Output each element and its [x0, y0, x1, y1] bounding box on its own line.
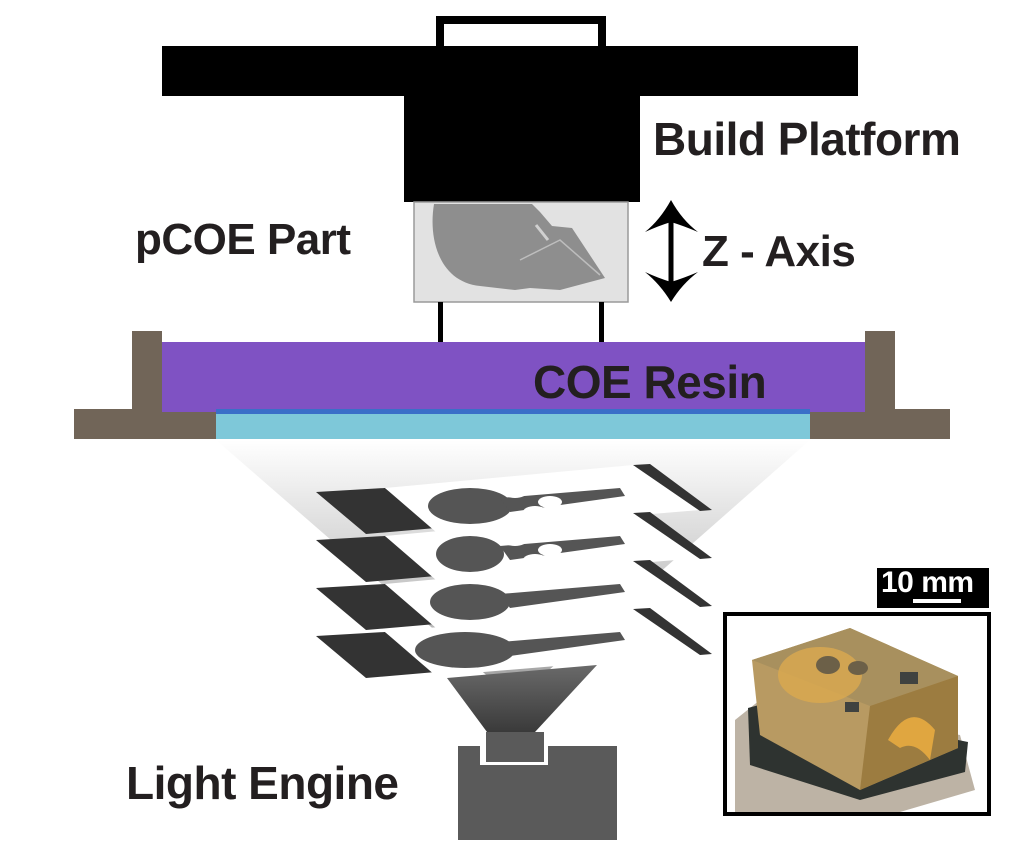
build-platform-label: Build Platform: [653, 113, 961, 165]
vat-wall-left: [132, 331, 162, 411]
scale-bar-label: 10 mm: [881, 566, 974, 599]
image-slice: [316, 608, 712, 678]
z-axis-label: Z - Axis: [702, 227, 856, 276]
vat-wall-right: [865, 331, 895, 411]
coe-resin: [162, 342, 865, 412]
optical-window: [216, 414, 810, 439]
pcoe-part-label: pCOE Part: [135, 215, 351, 264]
vat-base-right: [810, 409, 950, 439]
part-photo: [723, 612, 991, 816]
light-engine: [458, 732, 617, 840]
platform-handle: [436, 16, 606, 54]
projection-cone: [447, 665, 597, 732]
platform-block: [404, 96, 640, 202]
build-platform: [162, 16, 858, 202]
skull-render: [432, 204, 605, 290]
pcoe-part: [413, 201, 629, 342]
resin-window-edge: [216, 409, 810, 414]
image-slices: [316, 464, 712, 678]
z-axis-arrow-icon: [645, 200, 698, 302]
light-engine-label: Light Engine: [126, 757, 399, 809]
coe-resin-label: COE Resin: [533, 356, 767, 408]
platform-bar: [162, 46, 858, 96]
scale-bar: [877, 568, 989, 608]
resin-vat: [74, 331, 950, 439]
vat-base-left: [74, 409, 216, 439]
